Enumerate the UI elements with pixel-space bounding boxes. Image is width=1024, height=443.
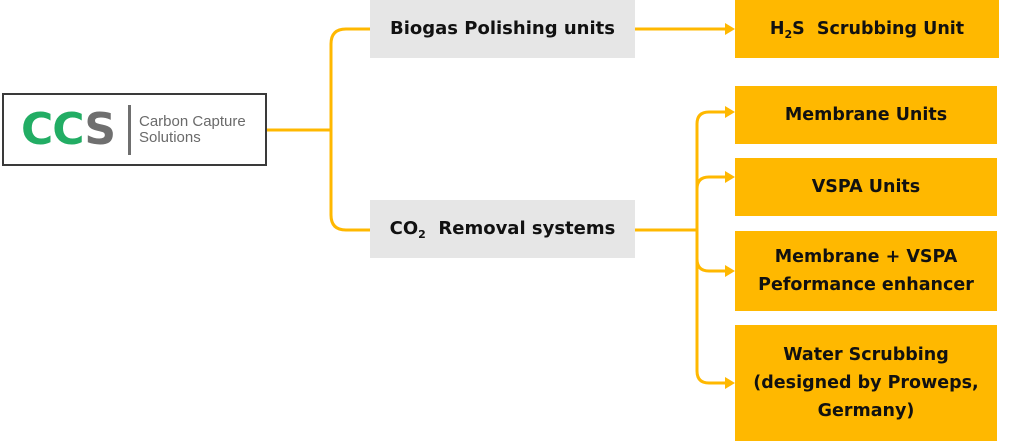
connector-to-hybrid	[695, 258, 727, 273]
product-label-line-3: Germany)	[817, 401, 915, 421]
logo-divider	[128, 105, 131, 155]
logo-mark-grey: S	[84, 104, 116, 155]
logo-text: Carbon Capture Solutions	[139, 114, 246, 146]
connector-to-water	[695, 370, 727, 385]
product-membrane-units: Membrane Units	[735, 86, 997, 144]
arrowhead-icon	[725, 106, 735, 118]
connector-to-membrane	[695, 110, 727, 125]
logo-mark: CCS	[21, 104, 116, 155]
product-label: H2S Scrubbing Unit	[769, 19, 965, 41]
category-co2-removal: CO2 Removal systems	[370, 200, 635, 258]
arrowhead-icon	[725, 23, 735, 35]
product-water-scrubbing: Water Scrubbing (designed by Proweps, Ge…	[735, 325, 997, 441]
category-label: CO2 Removal systems	[389, 218, 616, 241]
logo-line-2: Solutions	[139, 129, 201, 146]
logo-mark-green: CC	[21, 104, 85, 155]
connector-to-co2	[329, 130, 370, 232]
logo-line-1: Carbon Capture	[139, 113, 246, 130]
product-label-line-1: Membrane + VSPA	[774, 247, 958, 267]
category-biogas-polishing: Biogas Polishing units	[370, 0, 635, 58]
product-vspa-units: VSPA Units	[735, 158, 997, 216]
product-h2s-scrubbing-unit: H2S Scrubbing Unit	[735, 0, 999, 58]
connector-to-vspa	[695, 175, 727, 190]
arrowhead-icon	[725, 377, 735, 389]
connector-to-biogas	[329, 27, 370, 130]
arrowhead-icon	[725, 171, 735, 183]
product-label-line-2: Peformance enhancer	[758, 275, 974, 295]
product-label-line-2: (designed by Proweps,	[753, 373, 979, 393]
product-label-line-1: Water Scrubbing	[783, 345, 949, 365]
ccs-logo: CCS Carbon Capture Solutions	[2, 93, 267, 166]
product-label: VSPA Units	[811, 177, 921, 197]
arrowhead-icon	[725, 265, 735, 277]
product-membrane-vspa-enhancer: Membrane + VSPA Peformance enhancer	[735, 231, 997, 311]
product-label: Membrane Units	[784, 105, 948, 125]
category-label: Biogas Polishing units	[390, 18, 615, 39]
